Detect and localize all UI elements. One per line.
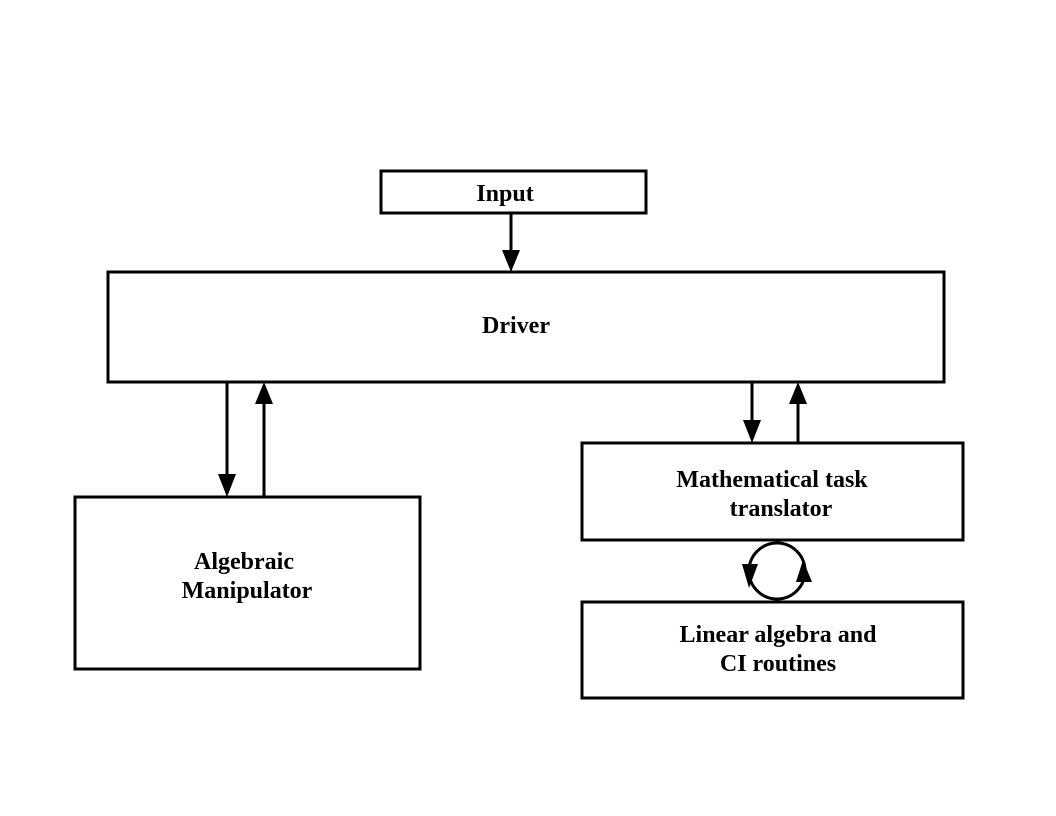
algebraic-manipulator-label-line-2: Manipulator: [182, 578, 313, 604]
edge-task-translator-to-driver-arrowhead: [789, 382, 807, 404]
edge-translator-linear-algebra-cycle: [742, 541, 812, 601]
task-translator-label-line-1: Mathematical task: [676, 467, 868, 493]
edge-driver-to-algebraic-manipulator: [218, 382, 236, 497]
cycle-arrowhead-up: [796, 560, 812, 582]
driver-box: [106, 270, 946, 384]
edge-driver-to-task-translator: [743, 382, 761, 443]
edge-algebraic-manipulator-to-driver-arrowhead: [255, 382, 273, 404]
driver-label: Driver: [482, 313, 550, 339]
edge-input-to-driver: [502, 213, 520, 272]
edge-input-to-driver-arrowhead: [502, 250, 520, 272]
linear-algebra-label-line-2: CI routines: [720, 651, 836, 677]
edge-task-translator-to-driver: [789, 382, 807, 443]
algebraic-manipulator-label-line-1: Algebraic: [194, 549, 294, 575]
edge-algebraic-manipulator-to-driver: [255, 382, 273, 497]
input-label: Input: [476, 181, 533, 207]
edge-driver-to-task-translator-arrowhead: [743, 420, 761, 443]
input-node: Input: [379, 169, 648, 215]
linear-algebra-box: [580, 600, 965, 700]
task-translator-node: Mathematical task translator: [580, 441, 965, 542]
edge-driver-to-algebraic-manipulator-arrowhead: [218, 474, 236, 497]
input-box: [379, 169, 648, 215]
cycle-loop: [747, 541, 807, 601]
algebraic-manipulator-node: Algebraic Manipulator: [73, 495, 422, 671]
linear-algebra-label-line-1: Linear algebra and: [680, 622, 878, 648]
task-translator-box: [580, 441, 965, 542]
linear-algebra-node: Linear algebra and CI routines: [580, 600, 965, 700]
cycle-arrowhead-down: [742, 564, 758, 588]
driver-node: Driver: [106, 270, 946, 384]
task-translator-label-line-2: translator: [730, 496, 833, 522]
algebraic-manipulator-box: [73, 495, 422, 671]
